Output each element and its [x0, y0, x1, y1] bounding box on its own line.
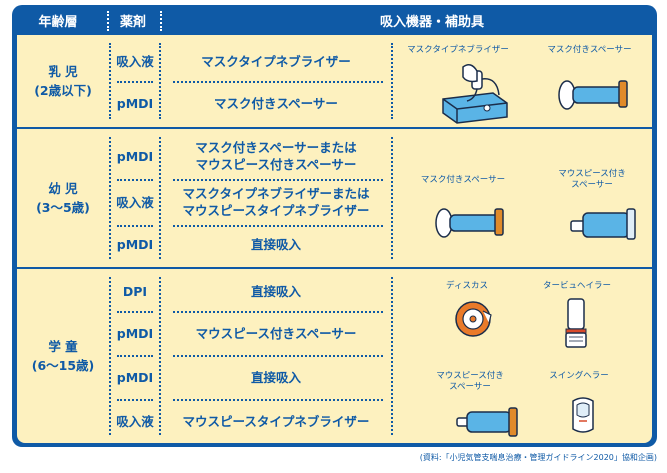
drug-cell: DPI [122, 283, 148, 299]
header-age: 年齢層 [38, 14, 78, 30]
mouthpiece-spacer-icon [456, 407, 518, 437]
device-caption: タービュヘイラー [542, 281, 611, 291]
method-cell: マウスピースタイプネブライザー [182, 413, 370, 429]
age-cell: 幼 児 (3〜5歳) [17, 129, 109, 267]
group-toddler: 幼 児 (3〜5歳) pMDI マスク付きスペーサーまたは マウスピース付きスペ… [17, 129, 652, 267]
diskus-icon [455, 301, 492, 337]
age-label: 乳 児 [48, 64, 78, 79]
drug-cell: 吸入液 [116, 53, 154, 69]
device-caption: マウスピース付き スペーサー [436, 371, 504, 392]
age-cell: 乳 児 (2歳以下) [17, 35, 109, 127]
device-caption: マスク付きスペーサー [547, 45, 632, 55]
header-divider [107, 11, 109, 31]
drug-cell: pMDI [116, 369, 154, 385]
method-cell: マウスピース付きスペーサー [195, 325, 357, 341]
mouthpiece-spacer-icon [570, 208, 636, 240]
row-divider [173, 399, 383, 401]
header-divider [160, 11, 162, 31]
column-divider [391, 43, 393, 119]
age-range: (2歳以下) [34, 83, 92, 98]
device-caption: マスクタイプネブライザー [407, 45, 509, 55]
guideline-table: 年齢層 薬剤 吸入機器・補助具 乳 児 (2歳以下) 吸入液 マスクタイプネブラ… [12, 5, 657, 447]
device-caption: ディスカス [446, 281, 488, 291]
method-cell: マスクタイプネブライザー [201, 53, 351, 69]
drug-cell: 吸入液 [116, 413, 154, 429]
nebulizer-icon [442, 64, 508, 124]
column-divider [109, 43, 111, 119]
drug-cell: pMDI [116, 325, 154, 341]
age-label: 学 童 [48, 339, 78, 354]
age-cell: 学 童 (6〜15歳) [17, 269, 109, 443]
row-divider [173, 225, 383, 227]
row-divider [117, 311, 153, 313]
mask-spacer-icon [435, 208, 504, 238]
method-cell: 直接吸入 [250, 283, 301, 299]
column-divider [391, 137, 393, 259]
row-divider [117, 225, 153, 227]
drug-cell: pMDI [116, 148, 154, 164]
device-caption: マウスピース付き スペーサー [558, 169, 626, 190]
age-label: 幼 児 [48, 181, 78, 196]
column-divider [391, 277, 393, 435]
column-divider [159, 43, 161, 119]
method-cell: 直接吸入 [250, 369, 301, 385]
method-cell: 直接吸入 [250, 236, 301, 252]
row-divider [117, 81, 153, 83]
mask-spacer-icon [558, 80, 628, 110]
age-range: (6〜15歳) [31, 358, 95, 373]
row-divider [173, 179, 383, 181]
row-divider [117, 399, 153, 401]
row-divider [173, 355, 383, 357]
column-divider [159, 277, 161, 435]
drug-cell: pMDI [116, 95, 154, 111]
method-cell: マスク付きスペーサー [214, 95, 338, 111]
drug-cell: 吸入液 [116, 194, 154, 210]
row-divider [117, 355, 153, 357]
column-divider [159, 137, 161, 259]
turbuhaler-icon [565, 298, 587, 348]
drug-cell: pMDI [116, 236, 154, 252]
header-drug: 薬剤 [119, 14, 146, 30]
method-cell: マスクタイプネブライザーまたは マウスピースタイプネブライザー [182, 186, 370, 218]
row-divider [173, 311, 383, 313]
age-range: (3〜5歳) [36, 200, 90, 215]
column-divider [109, 277, 111, 435]
device-caption: スイングヘラー [549, 371, 609, 381]
group-school-age: 学 童 (6〜15歳) DPI 直接吸入 pMDI マウスピース付きスペーサー … [17, 269, 652, 443]
source-note: (資料:「小児気管支喘息治療・管理ガイドライン2020」協和企画) [419, 453, 657, 462]
column-divider [109, 137, 111, 259]
row-divider [117, 179, 153, 181]
group-infant: 乳 児 (2歳以下) 吸入液 マスクタイプネブライザー pMDI マスク付きスペ… [17, 35, 652, 127]
row-divider [173, 81, 383, 83]
swinghaler-icon [572, 397, 594, 433]
header-device: 吸入機器・補助具 [379, 14, 484, 30]
device-caption: マスク付きスペーサー [420, 175, 506, 185]
method-cell: マスク付きスペーサーまたは マウスピース付きスペーサー [195, 140, 357, 172]
